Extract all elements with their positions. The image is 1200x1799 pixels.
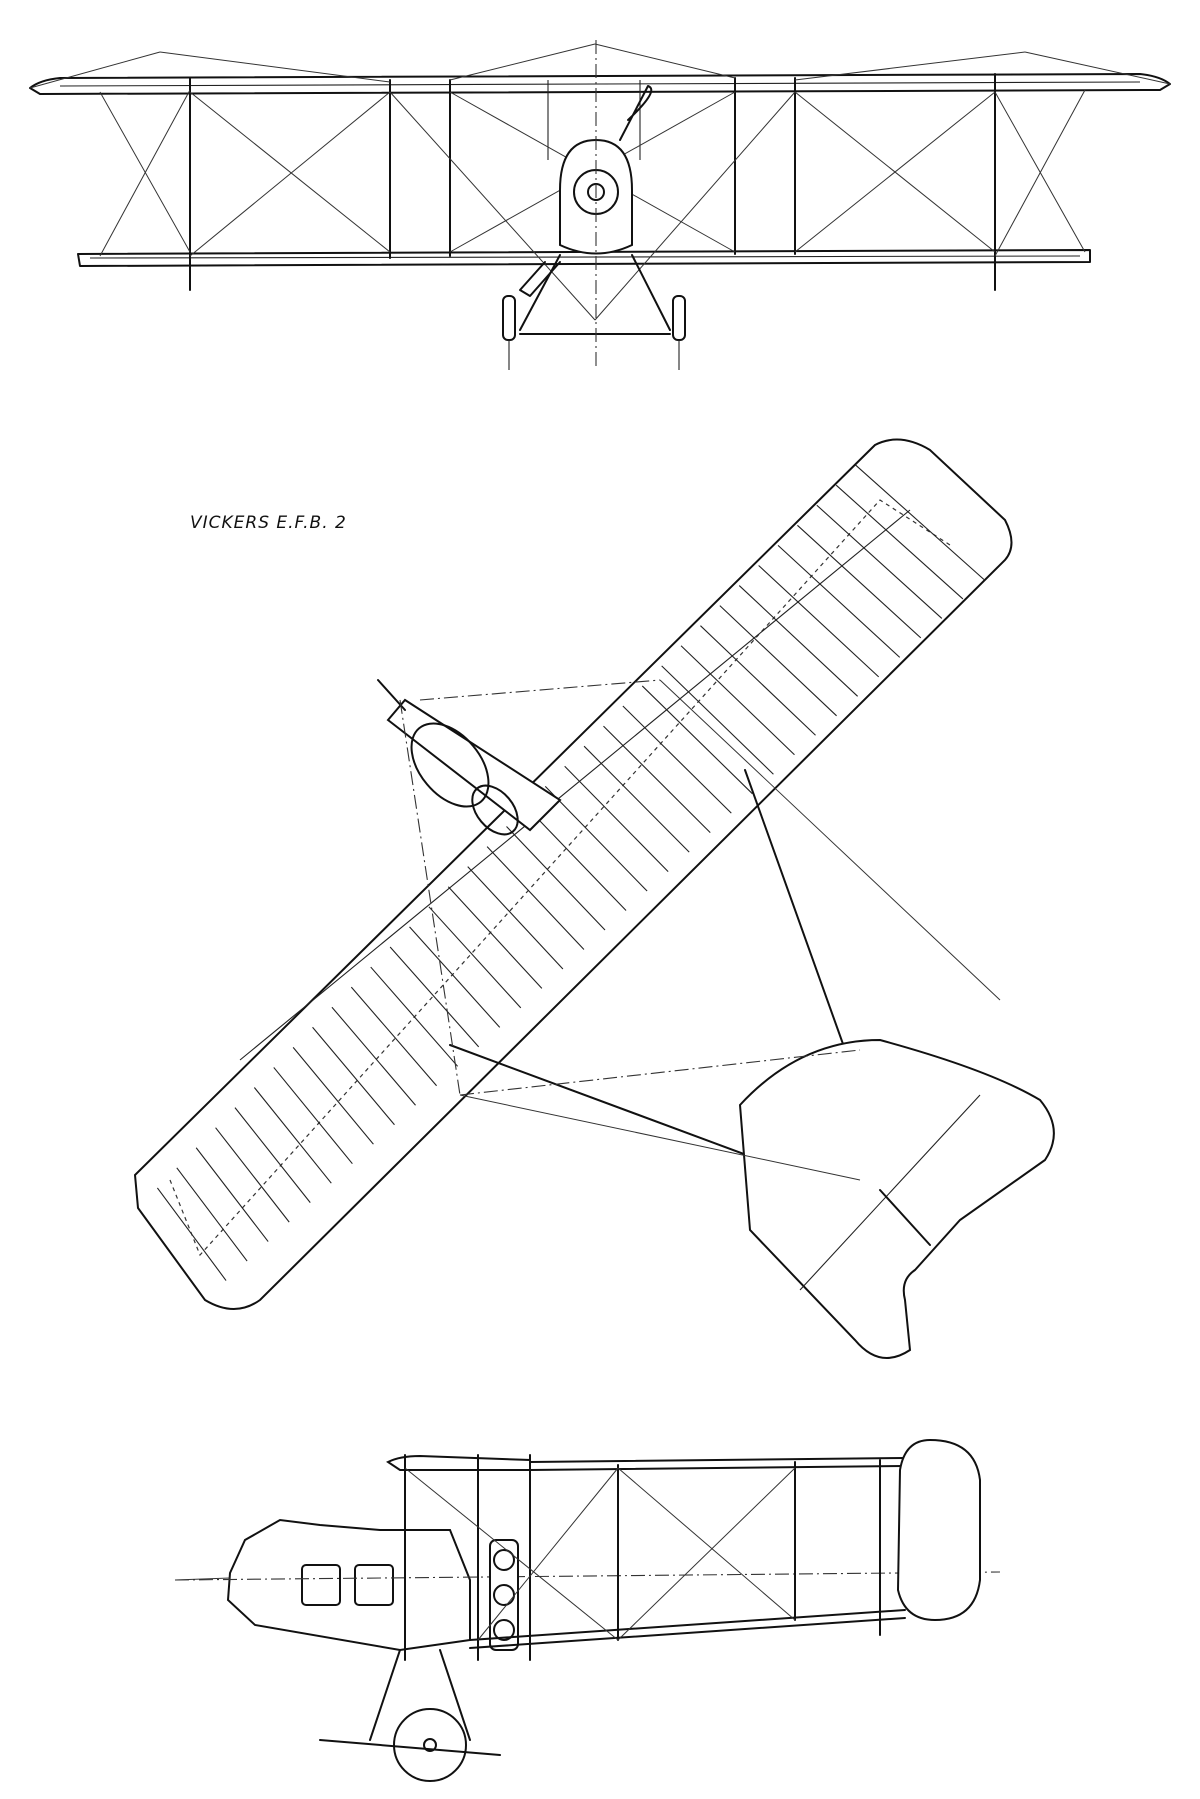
side-view-upper-wing bbox=[386, 1454, 531, 1471]
wing-rib bbox=[253, 1087, 332, 1184]
wing-rib bbox=[700, 625, 816, 736]
wing-rib bbox=[835, 484, 964, 600]
side-view-undercarriage bbox=[319, 1649, 501, 1782]
wing-rib bbox=[603, 725, 711, 834]
wing-rib bbox=[292, 1047, 374, 1145]
wing-rib bbox=[389, 946, 480, 1048]
side-view-pitot bbox=[174, 1577, 231, 1581]
side-view-fin-rudder bbox=[879, 1438, 981, 1636]
wing-rib bbox=[486, 846, 585, 950]
wing-rib bbox=[273, 1067, 353, 1165]
wing-rib bbox=[855, 464, 985, 580]
wing-rib bbox=[312, 1026, 395, 1126]
wing-rib bbox=[195, 1147, 269, 1242]
wing-rib bbox=[176, 1167, 248, 1262]
wing-rib bbox=[583, 745, 690, 853]
wing-rib bbox=[525, 806, 627, 911]
side-view-nacelle bbox=[174, 1518, 1001, 1652]
wing-rib bbox=[797, 524, 922, 639]
front-view-bracing-wires bbox=[29, 43, 1171, 321]
plan-view-tailbooms bbox=[449, 769, 849, 1161]
side-view-engine bbox=[489, 1539, 519, 1651]
wing-rib bbox=[622, 705, 732, 814]
wing-rib bbox=[215, 1127, 290, 1223]
wing-rib bbox=[467, 866, 564, 970]
plan-view-wing-ribs bbox=[156, 464, 985, 1281]
wing-rib bbox=[816, 504, 943, 619]
wing-rib bbox=[350, 986, 437, 1087]
wing-rib bbox=[409, 926, 501, 1028]
wing-rib bbox=[544, 785, 648, 892]
aircraft-title: VICKERS E.F.B. 2 bbox=[190, 513, 347, 533]
plan-view-tailplane bbox=[738, 1038, 1055, 1359]
wing-rib bbox=[156, 1187, 227, 1281]
side-view-bracing bbox=[404, 1467, 796, 1641]
wing-rib bbox=[641, 685, 753, 795]
wing-rib bbox=[680, 645, 795, 756]
wing-rib bbox=[506, 826, 606, 931]
side-view-lower-boom bbox=[469, 1609, 906, 1649]
plan-view-nacelle bbox=[377, 679, 562, 836]
wing-rib bbox=[331, 1006, 416, 1106]
wing-rib bbox=[234, 1107, 311, 1203]
wing-rib bbox=[428, 906, 522, 1009]
wing-rib bbox=[738, 585, 859, 697]
wing-rib bbox=[370, 966, 459, 1067]
plan-view-rigging bbox=[399, 679, 1001, 1181]
front-view-undercarriage bbox=[502, 254, 686, 370]
wing-rib bbox=[758, 565, 880, 678]
wing-rib bbox=[719, 605, 837, 717]
wing-rib bbox=[777, 544, 901, 658]
wing-rib bbox=[661, 665, 774, 775]
wing-rib bbox=[564, 765, 669, 872]
side-view-struts bbox=[404, 1454, 796, 1661]
front-view-lower-wing bbox=[77, 249, 1091, 267]
wing-rib bbox=[447, 886, 543, 989]
side-view-tailboom-upper bbox=[529, 1457, 906, 1471]
